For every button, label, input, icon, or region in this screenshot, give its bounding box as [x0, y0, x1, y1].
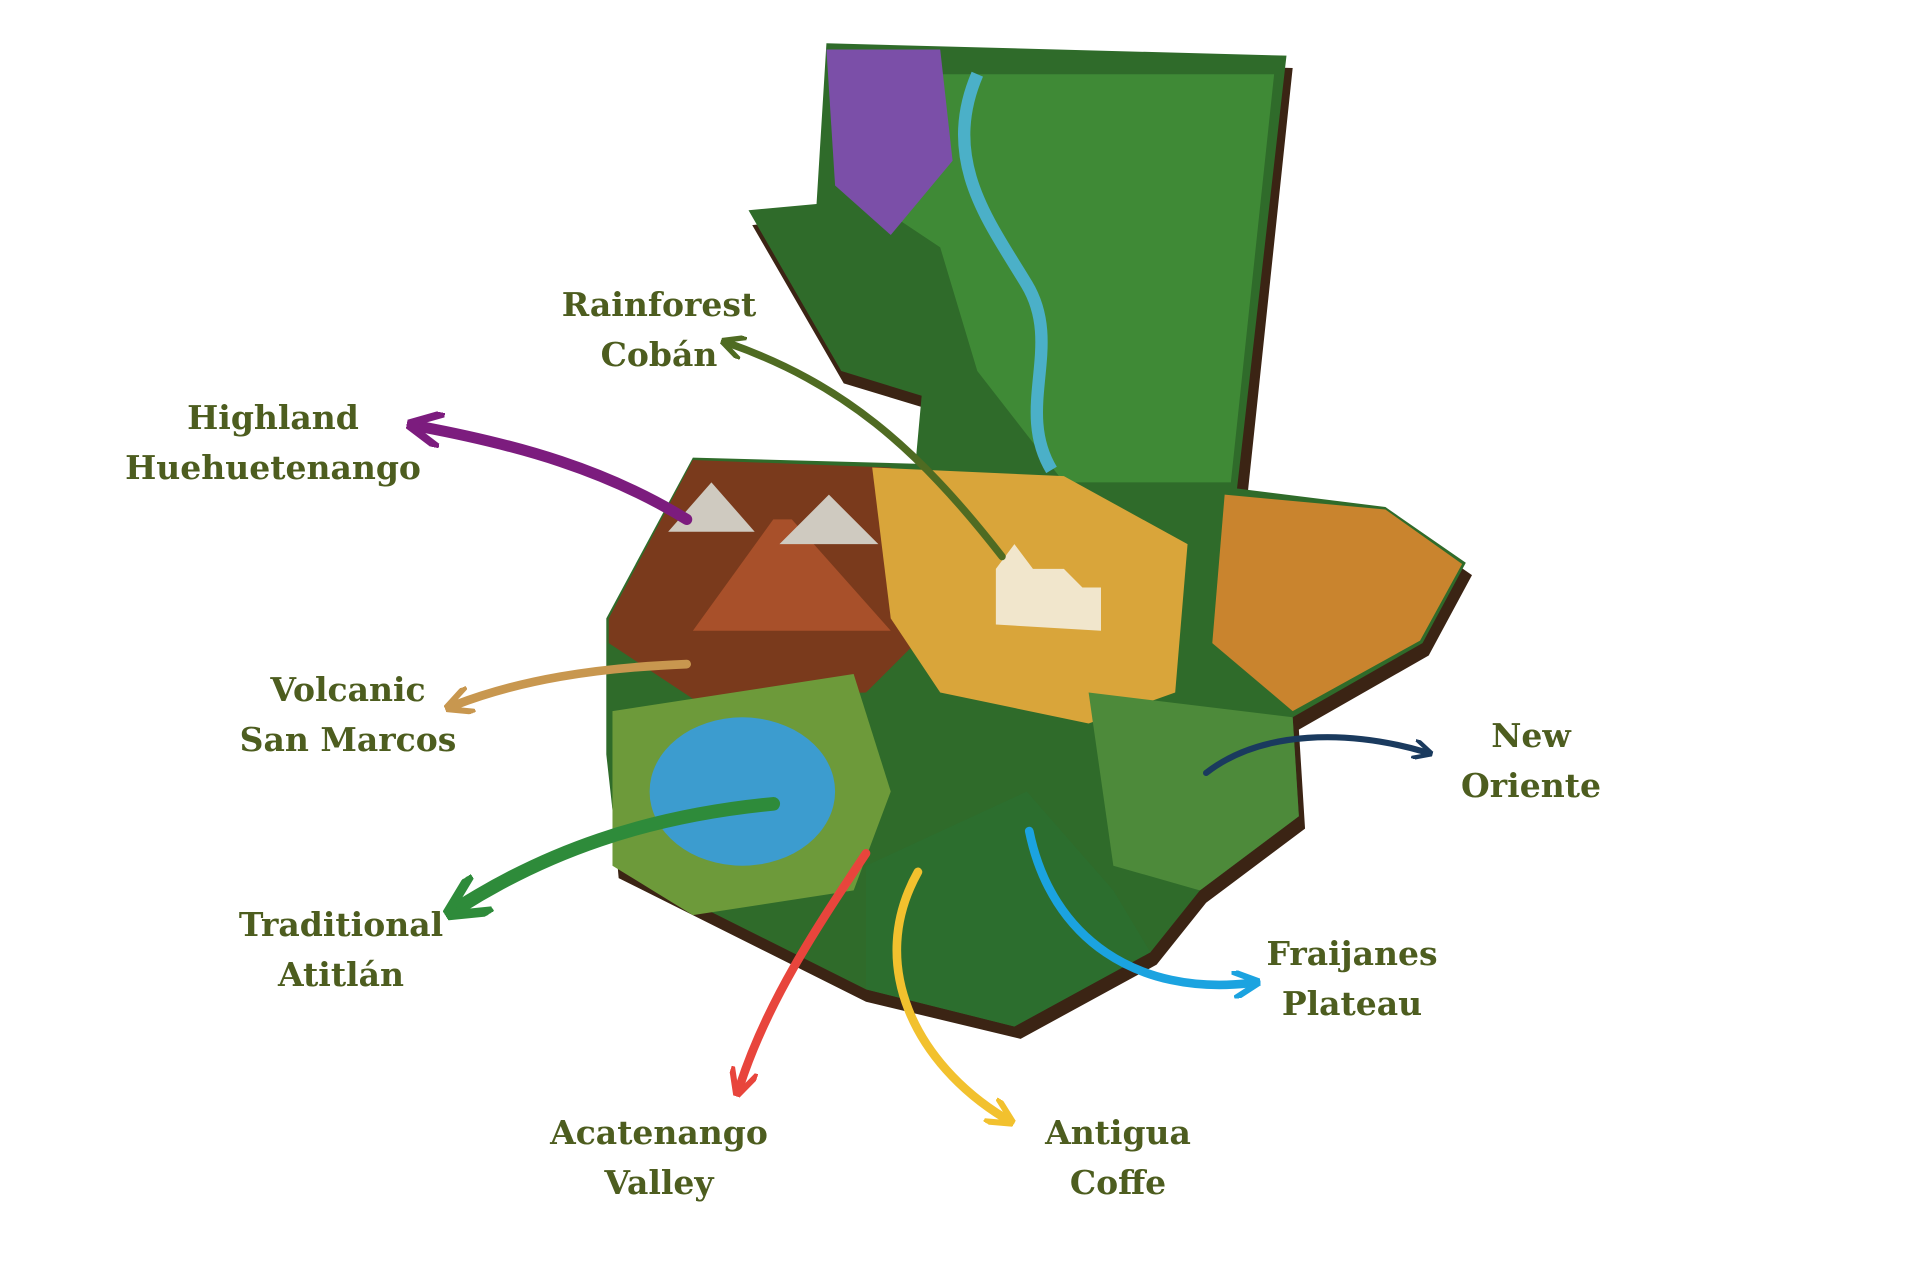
arrow-huehuetenango	[421, 427, 693, 525]
flower-cluster	[826, 49, 953, 235]
church	[995, 544, 1101, 631]
river	[957, 71, 1057, 474]
east-region	[1212, 494, 1463, 712]
fraijanes-region	[1088, 692, 1299, 891]
mountains	[668, 482, 879, 545]
arrow-fraijanes	[1024, 826, 1249, 985]
lake-atitlan	[649, 717, 836, 866]
arrow-san-marcos	[455, 659, 692, 705]
arrow-antigua	[892, 867, 1005, 1118]
arrow-atitlan	[460, 797, 781, 907]
arrow-oriente	[1203, 734, 1425, 777]
south-region	[866, 791, 1151, 1027]
arrow-acatenango	[740, 849, 871, 1086]
volcano	[692, 519, 891, 631]
arrow-coban	[730, 344, 1006, 561]
